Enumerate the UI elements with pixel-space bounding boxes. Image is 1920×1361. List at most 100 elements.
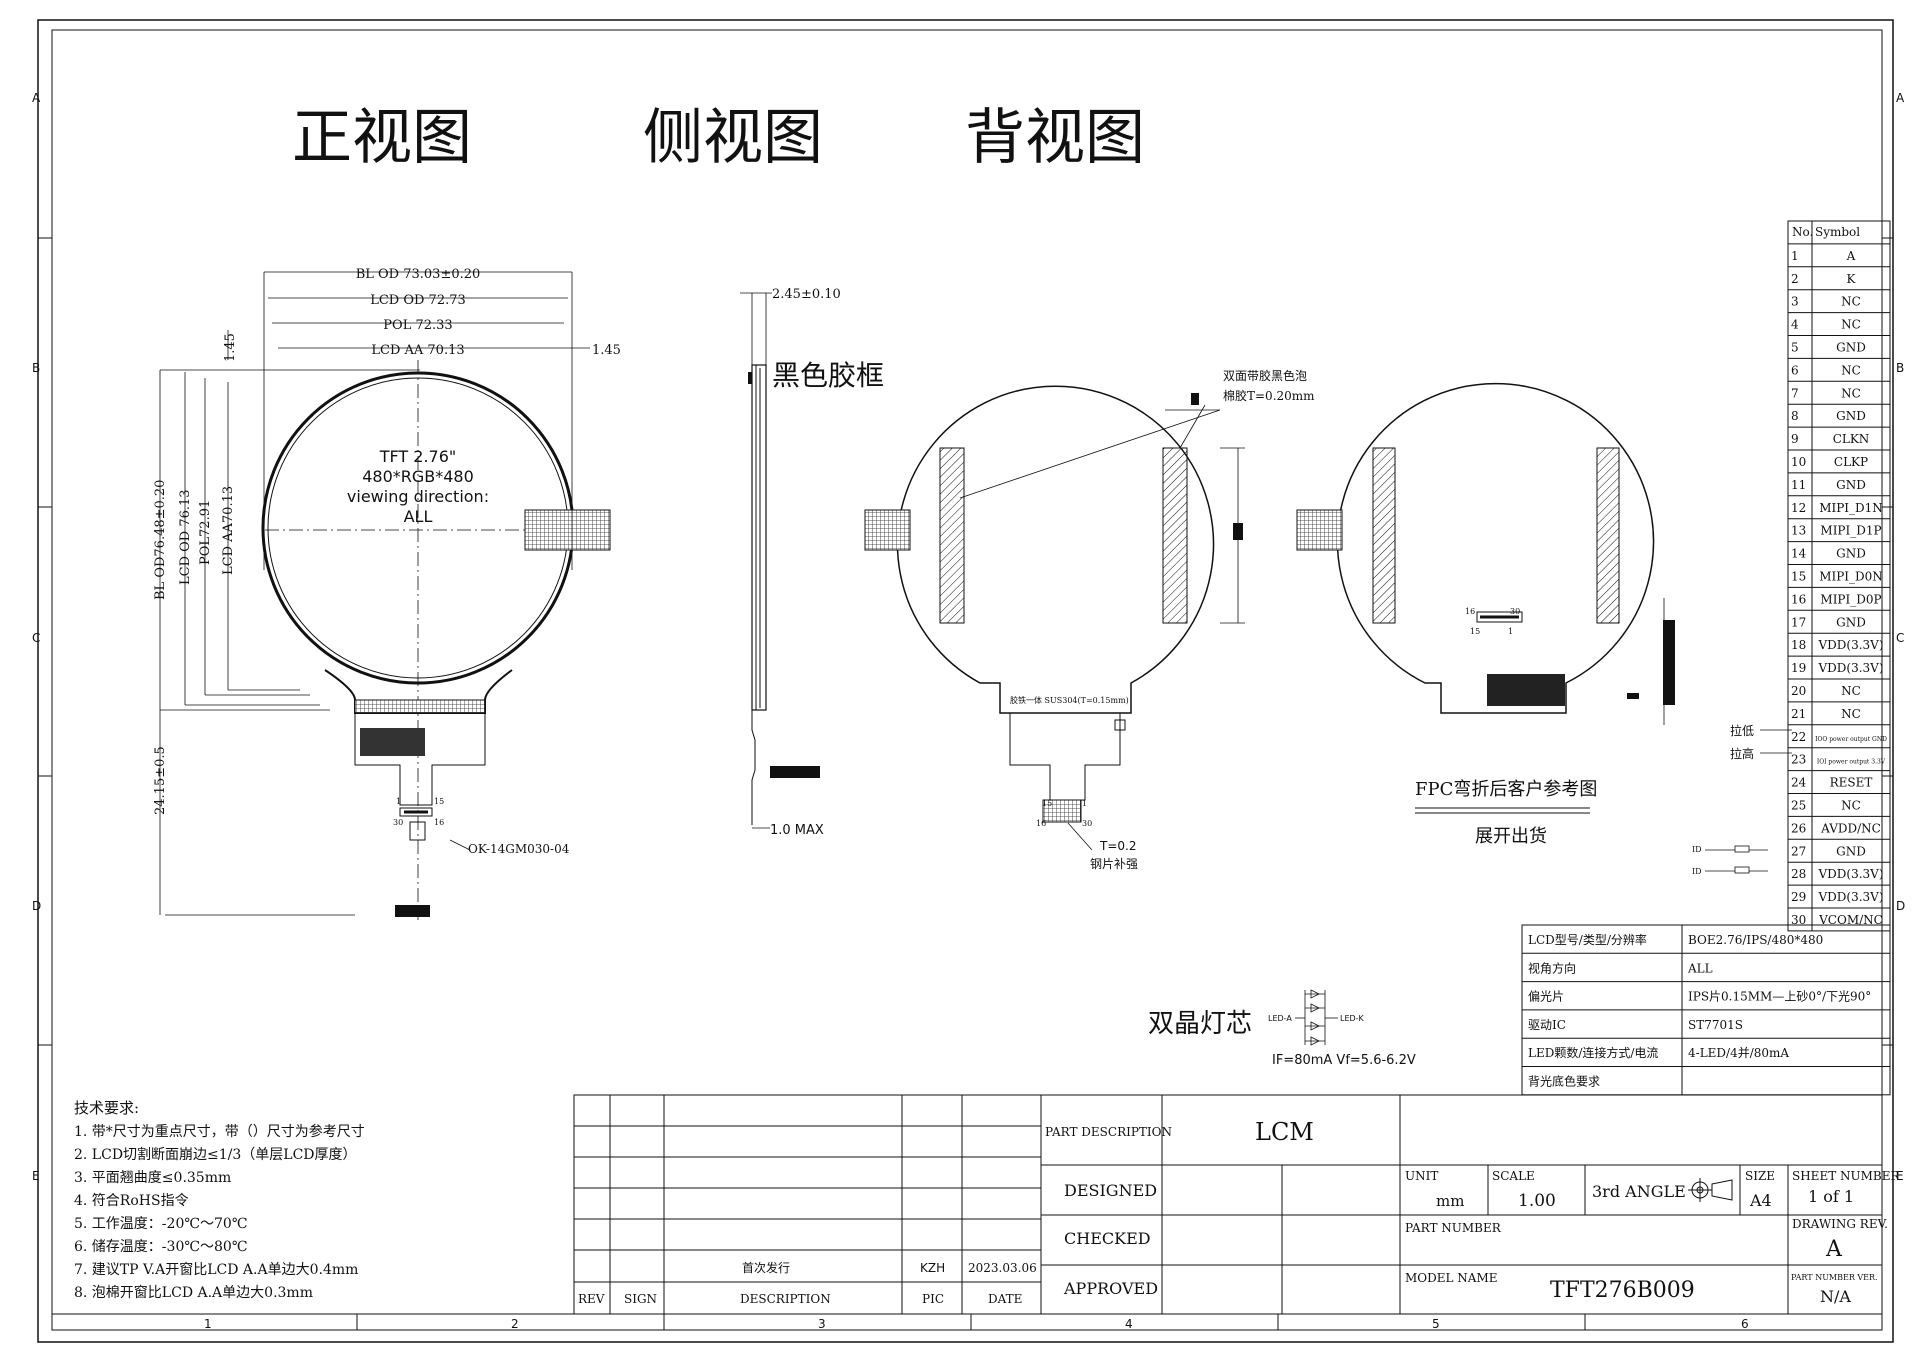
front-view-title: 正视图 bbox=[292, 103, 472, 173]
note-item: 4. 符合RoHS指令 bbox=[74, 1193, 189, 1209]
model-name: TFT276B009 bbox=[1550, 1278, 1695, 1303]
description-header: DESCRIPTION bbox=[740, 1292, 831, 1306]
center-text-4: ALL bbox=[404, 507, 433, 526]
id-label: ID bbox=[1692, 845, 1702, 854]
spec-key: 偏光片 bbox=[1528, 989, 1564, 1004]
column-label: 3 bbox=[818, 1317, 826, 1331]
pin-label: 16 bbox=[1465, 607, 1475, 616]
sheet-value: 1 of 1 bbox=[1808, 1187, 1854, 1206]
spec-value: BOE2.76/IPS/480*480 bbox=[1688, 933, 1823, 947]
pin-number: 25 bbox=[1791, 799, 1806, 813]
column-label: 2 bbox=[511, 1317, 519, 1331]
pin-number: 22 bbox=[1791, 730, 1806, 744]
pin-symbol: RESET bbox=[1830, 776, 1873, 790]
note-item: 5. 工作温度：-20℃～70℃ bbox=[74, 1216, 248, 1232]
foam-label-1: 双面带胶黑色泡 bbox=[1223, 368, 1307, 383]
spec-key: 背光底色要求 bbox=[1528, 1074, 1600, 1089]
connector-label: OK-14GM030-04 bbox=[468, 842, 570, 856]
column-label: 5 bbox=[1432, 1317, 1440, 1331]
dim-lcd-aa: LCD AA 70.13 bbox=[371, 343, 464, 358]
drawing-rev-label: DRAWING REV. bbox=[1792, 1217, 1888, 1231]
pin-symbol: NC bbox=[1841, 295, 1861, 309]
back-view-title: 背视图 bbox=[965, 103, 1145, 173]
pin-symbol: NC bbox=[1841, 318, 1861, 332]
zone-label: D bbox=[1896, 899, 1905, 913]
pin-symbol: MIPI_D0N bbox=[1819, 570, 1883, 584]
pin-number: 6 bbox=[1791, 363, 1799, 377]
pin-symbol: VCOM/NC bbox=[1818, 913, 1883, 927]
note-item: 8. 泡棉开窗比LCD A.A单边大0.3mm bbox=[74, 1284, 313, 1301]
pin-number: 17 bbox=[1791, 615, 1806, 629]
zone-label: C bbox=[32, 631, 40, 645]
pin-number: 24 bbox=[1791, 776, 1807, 790]
center-text-3: viewing direction: bbox=[347, 487, 489, 506]
pin-number: 20 bbox=[1791, 684, 1806, 698]
column-label: 6 bbox=[1741, 1317, 1749, 1331]
vdim-pol: POL72.91 bbox=[198, 500, 213, 565]
sign-header: SIGN bbox=[624, 1292, 657, 1306]
part-number-label: PART NUMBER bbox=[1405, 1221, 1502, 1235]
angle-label: 3rd ANGLE bbox=[1592, 1182, 1686, 1201]
pin-symbol: VDD(3.3V) bbox=[1817, 661, 1883, 675]
pin-number: 9 bbox=[1791, 432, 1799, 446]
vdim-lcd-od: LCD OD 76.13 bbox=[178, 489, 193, 585]
spec-value: 4-LED/4并/80mA bbox=[1688, 1046, 1789, 1060]
pin-number: 2 bbox=[1791, 272, 1799, 286]
sheet-label: SHEET NUMBER bbox=[1792, 1169, 1901, 1183]
pin-number: 19 bbox=[1791, 661, 1806, 675]
pin-number: 3 bbox=[1791, 295, 1799, 309]
pin-number: 29 bbox=[1791, 890, 1806, 904]
zone-labels: A B C D E A B C D E 1 2 3 4 5 6 bbox=[32, 91, 1905, 1331]
revision-table: 首次发行 KZH 2023.03.06 REV SIGN DESCRIPTION… bbox=[573, 1094, 1042, 1315]
frame-label: 黑色胶框 bbox=[772, 359, 884, 392]
pin-number: 11 bbox=[1791, 478, 1806, 492]
pin-number: 28 bbox=[1791, 867, 1806, 881]
pin-number: 16 bbox=[1791, 592, 1806, 606]
vdim-lcd-aa: LCD AA70.13 bbox=[221, 486, 236, 575]
dim-bl-od: BL OD 73.03±0.20 bbox=[356, 267, 481, 282]
pin-symbol: IOI power output 3.3V bbox=[1817, 759, 1886, 766]
dim-lcd-od: LCD OD 72.73 bbox=[370, 293, 466, 308]
revision-date: 2023.03.06 bbox=[968, 1261, 1037, 1275]
side-view-title: 侧视图 bbox=[643, 103, 823, 173]
note-item: 6. 储存温度：-30℃～80℃ bbox=[74, 1239, 248, 1255]
pin-symbol: MIPI_D0P bbox=[1820, 592, 1881, 606]
pin-symbol: GND bbox=[1836, 409, 1866, 423]
dim-max: 1.0 MAX bbox=[770, 823, 824, 838]
pin-number: 4 bbox=[1791, 318, 1799, 332]
fpc-ref-title: FPC弯折后客户参考图 bbox=[1415, 779, 1597, 800]
part-description-label: PART DESCRIPTION bbox=[1045, 1125, 1172, 1139]
pin-symbol: NC bbox=[1841, 684, 1861, 698]
scale-label: SCALE bbox=[1492, 1169, 1535, 1183]
part-number-ver: N/A bbox=[1820, 1287, 1851, 1306]
pin-label: 15 bbox=[1042, 799, 1052, 808]
pull-low-label: 拉低 bbox=[1730, 723, 1754, 738]
pin-number: 1 bbox=[1791, 249, 1799, 263]
pin-table-header-no: No. bbox=[1792, 225, 1813, 239]
zone-label: B bbox=[32, 361, 40, 375]
pin-number: 10 bbox=[1791, 455, 1806, 469]
pin-number: 23 bbox=[1791, 753, 1806, 767]
stiffener-t: T=0.2 bbox=[1099, 839, 1136, 853]
spec-key: LCD型号/类型/分辨率 bbox=[1528, 932, 1647, 947]
fpc-reference-view: 16 30 15 1 FPC弯折后客户参考图 展开出货 拉低 拉高 ID ID bbox=[1296, 382, 1792, 876]
pin-symbol: VDD(3.3V) bbox=[1817, 867, 1883, 881]
size-value: A4 bbox=[1749, 1191, 1772, 1210]
pin-label: 1 bbox=[1082, 799, 1087, 808]
dim-right-1-45: 1.45 bbox=[592, 343, 621, 358]
pin-label: 15 bbox=[1470, 627, 1480, 636]
note-item: 7. 建议TP V.A开窗比LCD A.A单边大0.4mm bbox=[74, 1261, 358, 1278]
zone-label: A bbox=[32, 91, 41, 105]
spec-key: 驱动IC bbox=[1528, 1018, 1566, 1032]
pin-number: 21 bbox=[1791, 707, 1806, 721]
pin-number: 8 bbox=[1791, 409, 1799, 423]
pin-table-header-symbol: Symbol bbox=[1815, 225, 1860, 239]
pin-symbol: GND bbox=[1836, 341, 1866, 355]
pin-label: 1 bbox=[1508, 627, 1513, 636]
pin-symbol: IOO power output GND bbox=[1815, 736, 1887, 743]
pin-symbol: VDD(3.3V) bbox=[1817, 638, 1883, 652]
vdim-fpc: 24.15±0.5 bbox=[153, 746, 168, 815]
